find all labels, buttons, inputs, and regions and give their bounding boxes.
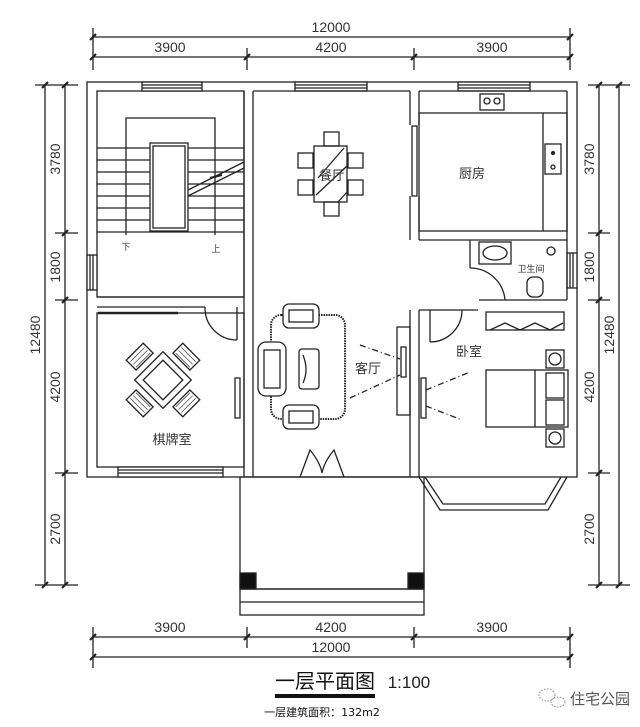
dim-top-seg-2: 4200 bbox=[315, 39, 346, 55]
room-label-living: 客厅 bbox=[355, 361, 381, 377]
room-label-bathroom: 卫生间 bbox=[517, 263, 544, 275]
column bbox=[407, 572, 425, 590]
dim-top-seg-1: 3900 bbox=[154, 39, 185, 55]
living-room bbox=[257, 303, 411, 478]
floor-area-label: 一层建筑面积：132m2 bbox=[264, 705, 380, 719]
dim-top-total: 12000 bbox=[312, 19, 351, 35]
dim-bottom-seg-1: 3900 bbox=[154, 619, 185, 635]
drawing-scale: 1:100 bbox=[388, 673, 431, 692]
dim-left-seg-1: 3780 bbox=[47, 143, 63, 174]
dim-left-seg-2: 1800 bbox=[47, 251, 63, 282]
bottom-dimension-lines bbox=[89, 627, 574, 668]
dim-right-total: 12480 bbox=[601, 315, 617, 354]
dim-right-seg-3: 4200 bbox=[581, 371, 597, 402]
watermark-text: 住宅公园 bbox=[570, 690, 630, 708]
left-dimension-lines bbox=[35, 81, 78, 589]
column bbox=[239, 572, 257, 590]
right-dimension-lines bbox=[588, 81, 630, 589]
dim-left-seg-3: 4200 bbox=[47, 371, 63, 402]
mahjong-table bbox=[125, 342, 201, 418]
wardrobe-icon bbox=[485, 311, 565, 331]
title-underline bbox=[275, 694, 375, 698]
washbasin-icon bbox=[482, 245, 508, 261]
dim-bottom-seg-3: 3900 bbox=[476, 619, 507, 635]
room-label-dining: 餐厅 bbox=[319, 168, 345, 184]
wechat-icon bbox=[538, 688, 566, 708]
dining-table bbox=[297, 131, 364, 217]
porch bbox=[239, 476, 425, 616]
room-label-kitchen: 厨房 bbox=[459, 166, 485, 182]
dim-left-total: 12480 bbox=[27, 315, 43, 354]
kitchen bbox=[418, 90, 568, 300]
sink-icon bbox=[544, 143, 562, 175]
stair-down-label: 下 bbox=[121, 243, 130, 253]
dim-bottom-total: 12000 bbox=[312, 639, 351, 655]
drawing-title: 一层平面图 bbox=[275, 669, 375, 693]
stair-up-label: 上 bbox=[211, 244, 220, 255]
mahjong-room bbox=[96, 306, 245, 478]
room-label-bedroom: 卧室 bbox=[456, 344, 482, 360]
top-dimension-lines bbox=[89, 28, 574, 70]
dim-left-seg-4: 2700 bbox=[47, 513, 63, 544]
stove-icon bbox=[479, 93, 505, 111]
exterior-walls bbox=[86, 81, 578, 478]
bathroom bbox=[419, 240, 567, 311]
room-label-mahjong: 棋牌室 bbox=[152, 432, 191, 448]
dim-bottom-seg-2: 4200 bbox=[315, 619, 346, 635]
bed-icon bbox=[485, 369, 569, 428]
bedroom bbox=[409, 309, 569, 511]
toilet-icon bbox=[526, 276, 544, 298]
dim-right-seg-2: 1800 bbox=[581, 251, 597, 282]
dim-right-seg-1: 3780 bbox=[581, 143, 597, 174]
stair-room bbox=[97, 117, 245, 308]
sofa-icon bbox=[257, 341, 287, 397]
dim-top-seg-3: 3900 bbox=[476, 39, 507, 55]
dim-right-seg-4: 2700 bbox=[581, 513, 597, 544]
